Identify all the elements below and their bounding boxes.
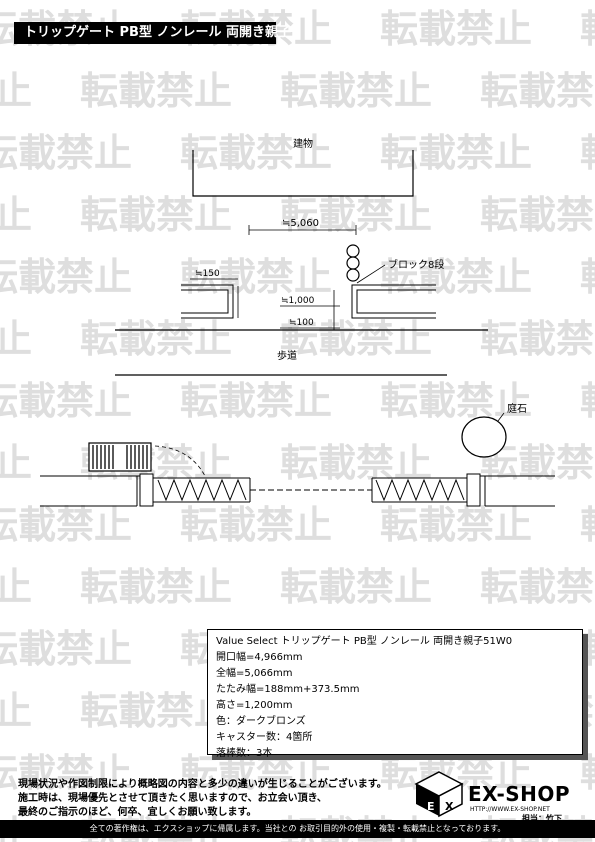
folded-gate-door <box>88 442 152 472</box>
spec-box: Value Select トリップゲート PB型 ノンレール 両開き親子51W0… <box>207 629 583 759</box>
left-gate-post <box>139 473 154 507</box>
block-label: ブロック8段 <box>388 258 444 271</box>
watermark-text: 転載禁止 <box>0 689 32 733</box>
spec-line-folded: たたみ幅=188mm+373.5mm <box>216 684 360 695</box>
base-label: ≒100 <box>289 318 314 328</box>
watermark-text: 転載禁止 <box>80 689 232 733</box>
watermark-text: 転載禁止 <box>380 131 532 175</box>
svg-text:E: E <box>427 800 435 813</box>
watermark-text: 転載禁止 <box>180 379 332 423</box>
watermark-text: 転載禁止 <box>280 565 432 609</box>
left-wall <box>181 284 234 319</box>
door-swing-arc <box>154 445 206 477</box>
watermark-text: 転載禁止 <box>480 565 595 609</box>
staff-label: 担当：竹下 <box>522 814 562 823</box>
spec-line-opening: 開口幅=4,966mm <box>216 652 303 663</box>
note-line: 最終のご指示のほど、何卒、宜しくお願い致します。 <box>18 807 257 818</box>
spec-line-height: 高さ=1,200mm <box>216 700 293 711</box>
left-wall-label: ≒150 <box>195 269 220 279</box>
watermark-text: 転載禁止 <box>180 131 332 175</box>
watermark-text: 転載禁止 <box>580 751 595 795</box>
watermark-text: 転載禁止 <box>180 751 332 795</box>
gate-panel-left <box>153 477 251 503</box>
watermark-text: 転載禁止 <box>180 503 332 547</box>
watermark-text: 転載禁止 <box>0 627 132 671</box>
gate-panel-right <box>371 477 467 503</box>
footer-copyright: 全ての著作権は、エクスショップに帰属します。当社との お取引目的外の使用・複製・… <box>0 820 595 838</box>
watermark-text: 転載禁止 <box>580 7 595 51</box>
watermark-text: 転載禁止 <box>0 69 32 113</box>
watermark-text: 転載禁止 <box>380 255 532 299</box>
garden-stone-label: 庭石 <box>507 402 527 415</box>
building-label: 建物 <box>293 137 313 150</box>
watermark-text: 転載禁止 <box>480 317 595 361</box>
watermark-text: 転載禁止 <box>580 503 595 547</box>
watermark-text: 転載禁止 <box>480 69 595 113</box>
note-line: 施工時は、現場優先とさせて頂きたく思いますので、お立会い頂き、 <box>18 793 327 804</box>
sidewalk-label: 歩道 <box>277 349 297 362</box>
watermark-text: 転載禁止 <box>580 255 595 299</box>
exshop-logo-icon: E X <box>414 771 464 818</box>
spec-line-color: 色：ダークブロンズ <box>216 716 306 727</box>
watermark-text: 転載禁止 <box>0 131 132 175</box>
watermark-text: 転載禁止 <box>180 255 332 299</box>
watermark-text: 転載禁止 <box>380 7 532 51</box>
spec-line-droprods: 落棒数：3本 <box>216 748 273 759</box>
watermark-text: 転載禁止 <box>0 751 132 795</box>
block-pillar-circle <box>346 268 360 282</box>
logo-url: HTTP://WWW.EX-SHOP.NET <box>470 806 550 813</box>
watermark-text: 転載禁止 <box>0 379 132 423</box>
watermark-text: 転載禁止 <box>80 193 232 237</box>
watermark-text: 転載禁止 <box>0 565 32 609</box>
watermark-text: 転載禁止 <box>280 69 432 113</box>
right-wall <box>356 289 436 314</box>
watermark-text: 転載禁止 <box>80 69 232 113</box>
watermark-text: 転載禁止 <box>580 379 595 423</box>
block-pillar-circle <box>346 256 360 270</box>
right-gate-post <box>466 473 481 507</box>
building-outline <box>192 150 414 197</box>
overall-width-label: ≒5,060 <box>282 218 319 229</box>
watermark-text: 転載禁止 <box>480 193 595 237</box>
watermark-text: 転載禁止 <box>380 379 532 423</box>
notes-section: 現場状況や作図制限により概略図の内容と多少の違いが生じることがございます。 施工… <box>18 778 408 820</box>
spec-line-width: 全幅=5,066mm <box>216 668 293 679</box>
watermark-text: 転載禁止 <box>0 503 132 547</box>
watermark-text: 転載禁止 <box>280 317 432 361</box>
watermark-text: 転載禁止 <box>580 131 595 175</box>
logo-name: EX-SHOP <box>468 782 571 806</box>
watermark-text: 転載禁止 <box>80 565 232 609</box>
watermark-text: 転載禁止 <box>380 503 532 547</box>
watermark-text: 転載禁止 <box>0 441 32 485</box>
watermark-text: 転載禁止 <box>0 255 132 299</box>
spec-line-product: Value Select トリップゲート PB型 ノンレール 両開き親子51W0 <box>216 636 513 647</box>
note-line: 現場状況や作図制限により概略図の内容と多少の違いが生じることがございます。 <box>18 779 387 790</box>
svg-text:X: X <box>445 800 454 813</box>
watermark-text: 転載禁止 <box>580 627 595 671</box>
watermark-text: 転載禁止 <box>80 317 232 361</box>
page-title: トリップゲート PB型 ノンレール 両開き親子 <box>14 22 291 44</box>
watermark-text: 転載禁止 <box>0 193 32 237</box>
height-label: ≒1,000 <box>281 296 315 306</box>
garden-stone <box>461 416 507 458</box>
watermark-text: 転載禁止 <box>0 317 32 361</box>
block-pillar-circle <box>346 244 360 258</box>
spec-line-casters: キャスター数：4箇所 <box>216 732 313 743</box>
